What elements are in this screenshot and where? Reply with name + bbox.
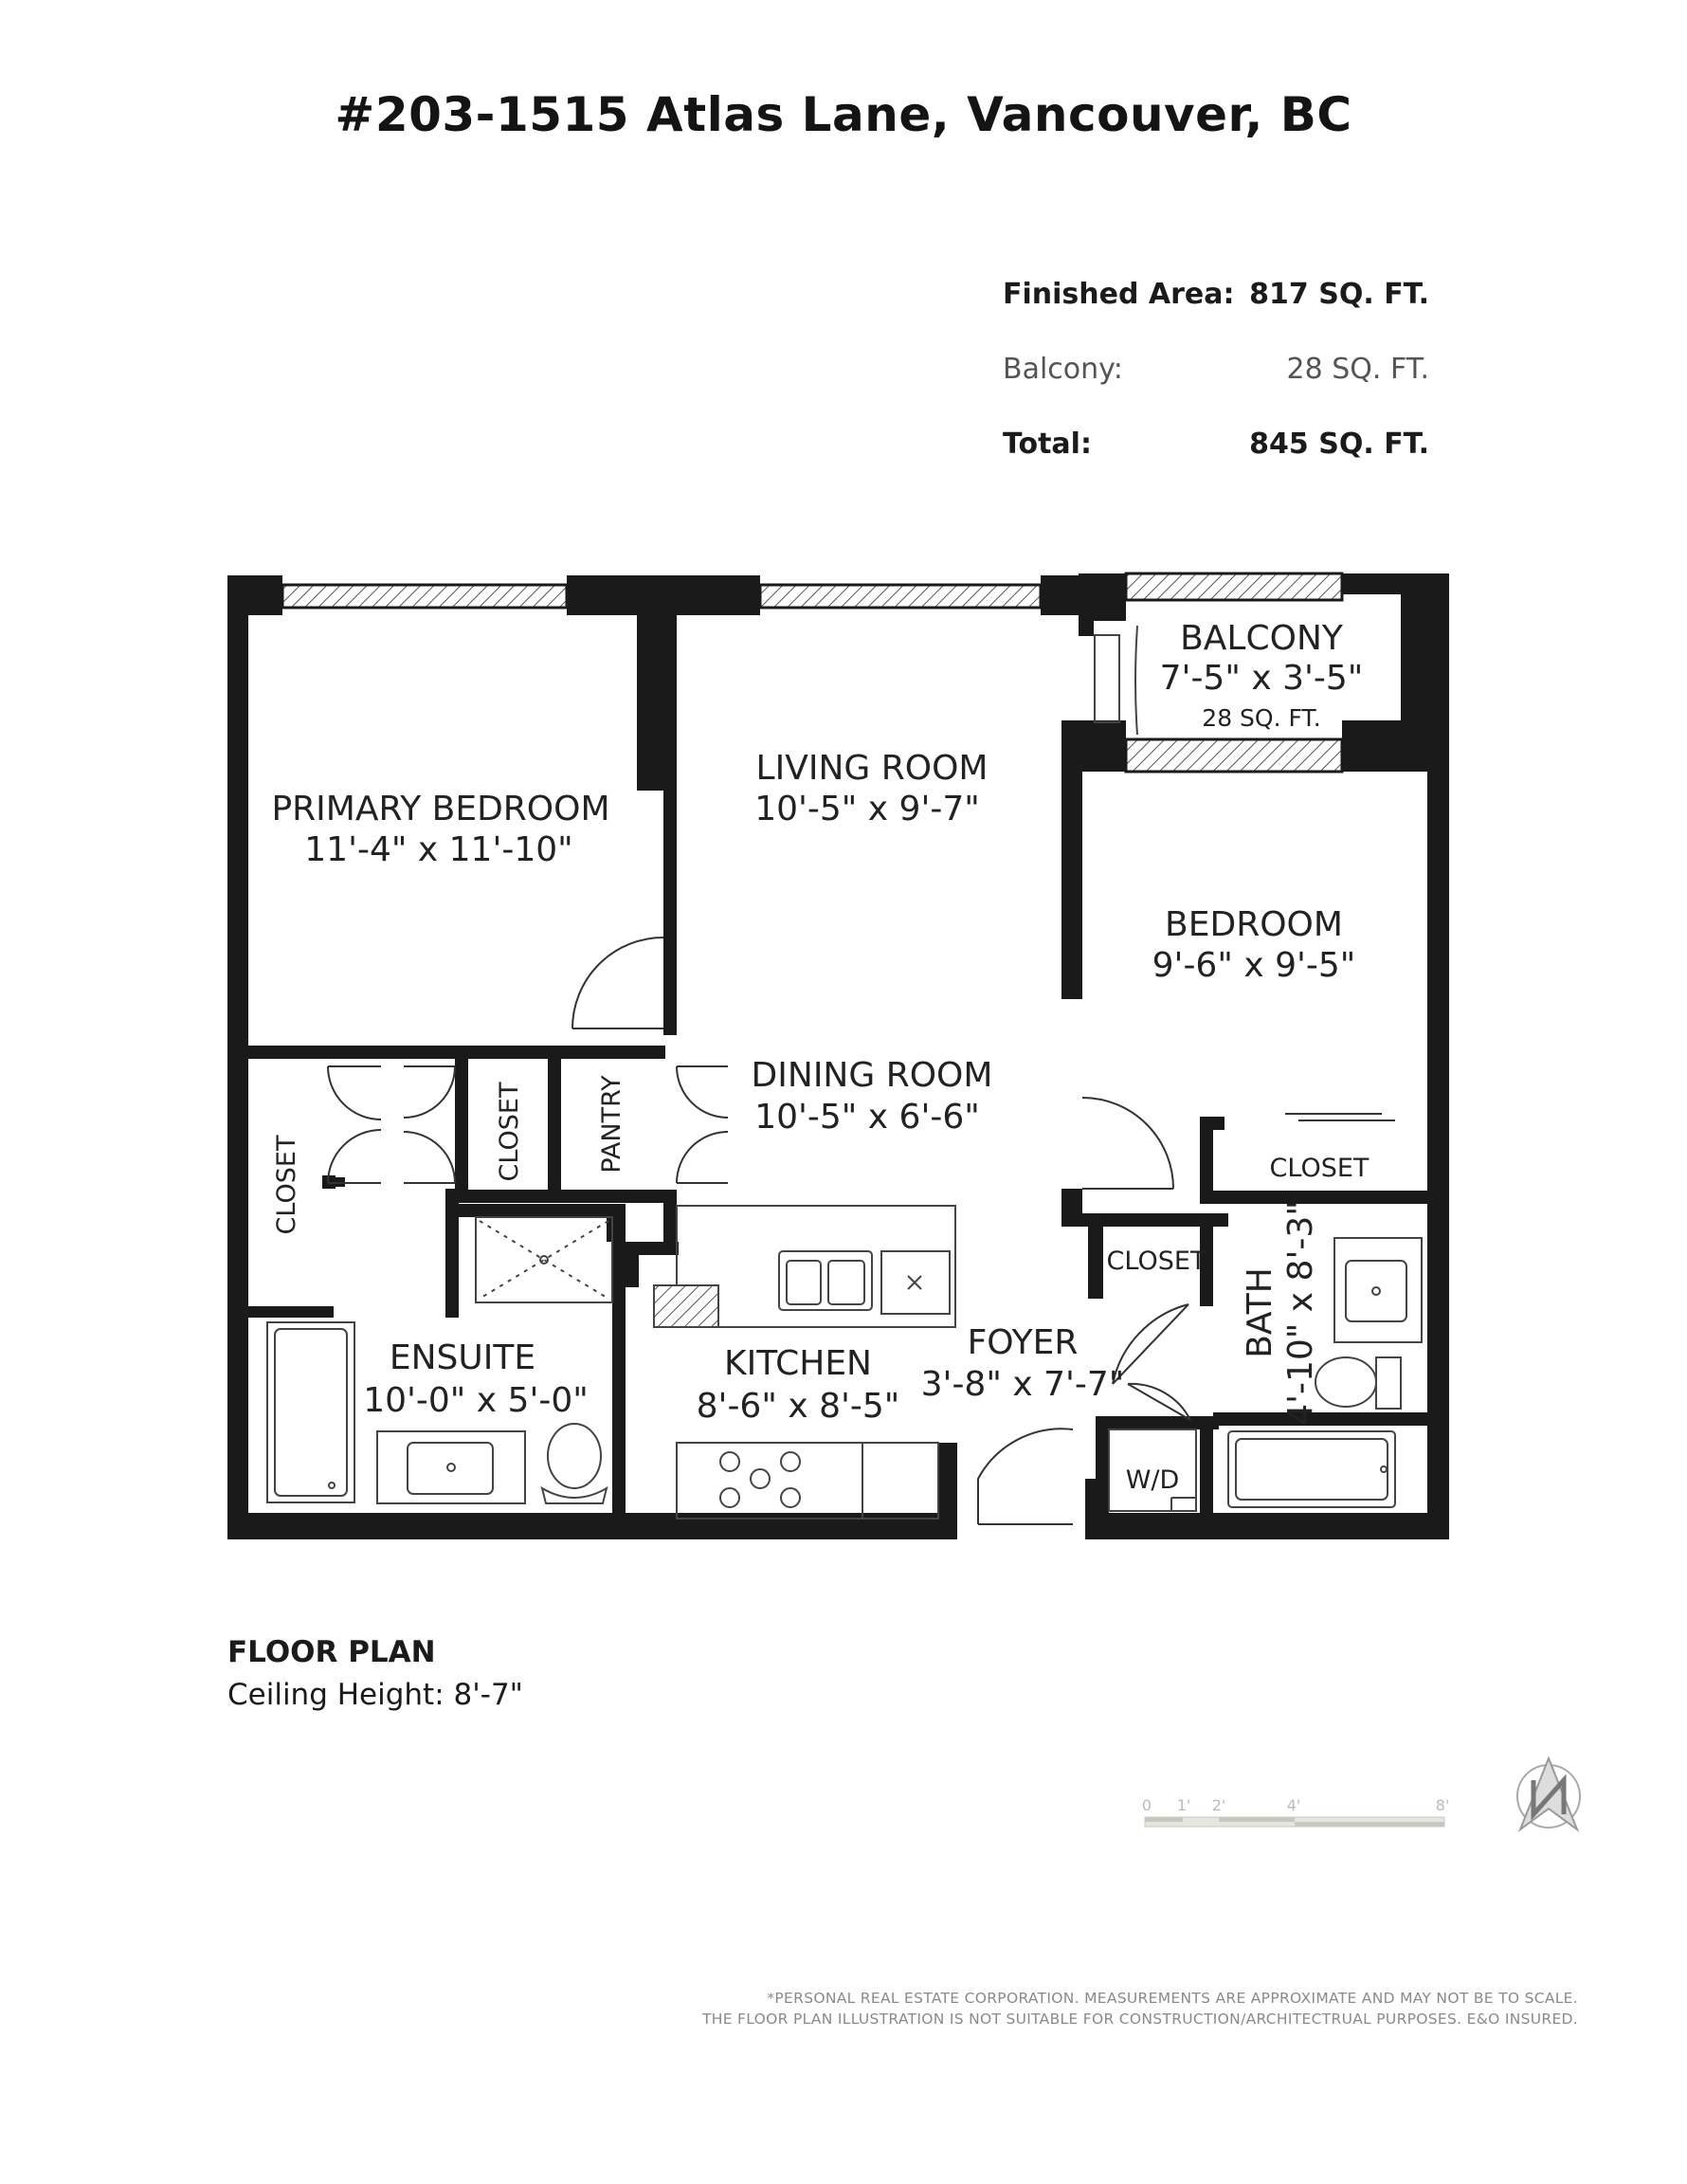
north-arrow-icon [1516, 1756, 1581, 1832]
interior-walls [248, 603, 1435, 1522]
scale-label-4: 4' [1287, 1796, 1301, 1814]
disclaimer: *PERSONAL REAL ESTATE CORPORATION. MEASU… [531, 1988, 1578, 2029]
finished-area-value: 817 SQ. FT. [1249, 278, 1429, 311]
bedroom-name: BEDROOM [1165, 905, 1343, 944]
dining-room-name: DINING ROOM [752, 1056, 993, 1095]
dining-room-dims: 10'-5" x 6'-6" [754, 1098, 980, 1137]
ceiling-height: Ceiling Height: 8'-7" [227, 1678, 523, 1712]
total-area-row: Total: 845 SQ. FT. [1003, 428, 1429, 473]
balcony-area: 28 SQ. FT. [1202, 704, 1320, 732]
finished-area-row: Finished Area: 817 SQ. FT. [1003, 278, 1429, 323]
disclaimer-line-2: THE FLOOR PLAN ILLUSTRATION IS NOT SUITA… [702, 2011, 1578, 2028]
balcony-area-value: 28 SQ. FT. [1286, 353, 1429, 386]
foyer-name: FOYER [968, 1323, 1079, 1362]
door-swings [327, 937, 1395, 1525]
scale-bar: 0 1' 2' 4' 8' [1142, 1796, 1450, 1828]
primary-bedroom-name: PRIMARY BEDROOM [271, 790, 609, 828]
washer-dryer-label: W/D [1126, 1465, 1180, 1495]
ensuite-name: ENSUITE [390, 1338, 535, 1377]
room-labels: PRIMARY BEDROOM 11'-4" x 11'-10" LIVING … [271, 619, 1369, 1495]
pantry-label: PANTRY [597, 1075, 626, 1174]
kitchen-dims: 8'-6" x 8'-5" [697, 1387, 900, 1426]
living-room-name: LIVING ROOM [756, 749, 989, 788]
walk-closet-label: CLOSET [272, 1135, 301, 1234]
bath-name: BATH [1241, 1267, 1279, 1358]
fixtures [266, 1205, 1423, 1520]
living-room-dims: 10'-5" x 9'-7" [754, 790, 980, 828]
disclaimer-line-1: *PERSONAL REAL ESTATE CORPORATION. MEASU… [767, 1990, 1578, 2007]
exterior-walls [227, 573, 1449, 1539]
bedroom-dims: 9'-6" x 9'-5" [1152, 946, 1356, 985]
balcony-area-label: Balcony: [1003, 353, 1123, 386]
finished-area-label: Finished Area: [1003, 278, 1235, 311]
total-area-value: 845 SQ. FT. [1249, 428, 1429, 461]
bedroom-closet-label: CLOSET [1270, 1154, 1370, 1183]
balcony-door [1094, 625, 1138, 736]
windows [281, 572, 1344, 774]
scale-label-1: 1' [1177, 1796, 1191, 1814]
ensuite-dims: 10'-0" x 5'-0" [363, 1381, 589, 1420]
foyer-closet-label: CLOSET [1107, 1247, 1206, 1276]
bath-dims: 4'-10" x 8'-3" [1281, 1200, 1320, 1426]
closet-label-hall: CLOSET [495, 1082, 524, 1181]
balcony-area-row: Balcony: 28 SQ. FT. [1003, 353, 1429, 398]
primary-bedroom-dims: 11'-4" x 11'-10" [304, 830, 572, 869]
scale-label-8: 8' [1436, 1796, 1450, 1814]
total-area-label: Total: [1003, 428, 1092, 461]
balcony-dims: 7'-5" x 3'-5" [1160, 659, 1364, 698]
plan-title: #203-1515 Atlas Lane, Vancouver, BC [335, 87, 1352, 142]
kitchen-name: KITCHEN [724, 1344, 872, 1383]
foyer-dims: 3'-8" x 7'-7" [921, 1365, 1125, 1404]
balcony-name: BALCONY [1180, 619, 1344, 658]
scale-label-0: 0 [1142, 1796, 1152, 1814]
scale-label-2: 2' [1212, 1796, 1226, 1814]
floor-plan-label: FLOOR PLAN [227, 1635, 436, 1669]
